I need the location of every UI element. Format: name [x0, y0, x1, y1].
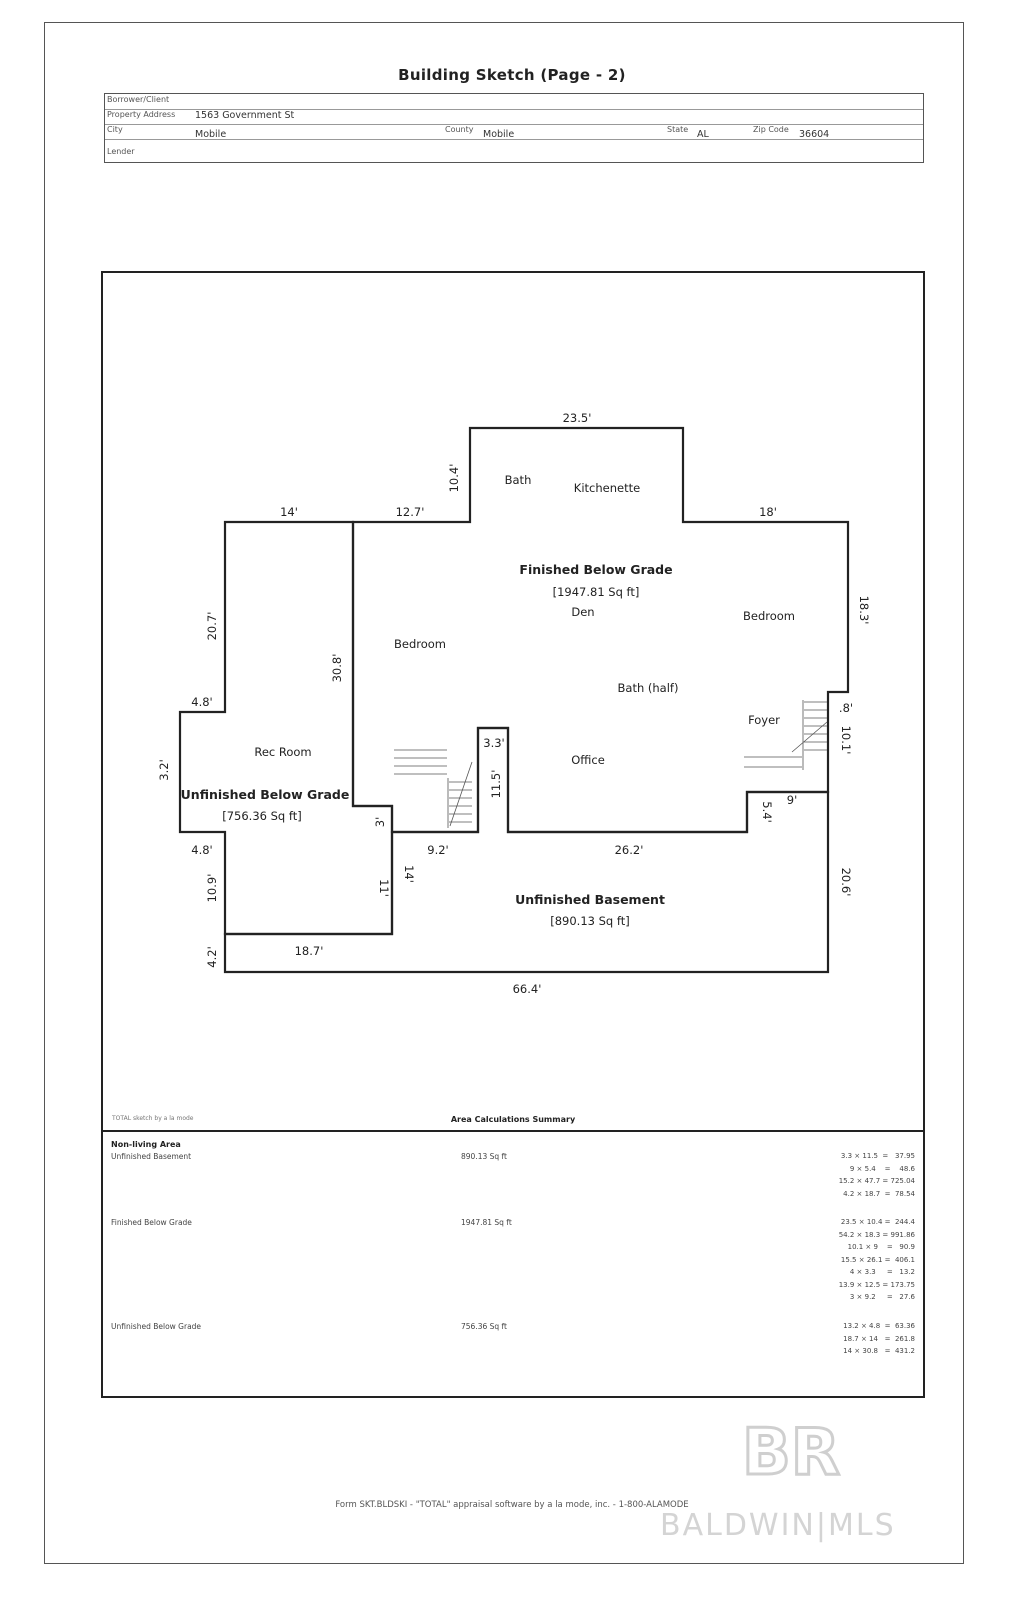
dim-14-top: 14': [280, 505, 298, 519]
sketch-frame: Finished Below Grade [1947.81 Sq ft] Unf…: [101, 271, 925, 1398]
dim-11-5: 11.5': [489, 770, 503, 799]
room-bedroom-right: Bedroom: [743, 609, 795, 623]
floor-plan: Finished Below Grade [1947.81 Sq ft] Unf…: [157, 411, 871, 996]
address-value: 1563 Government St: [195, 110, 295, 121]
area-summary: Non-living Area Unfinished Basement 890.…: [103, 1130, 923, 1396]
header-row-lender: Lender: [105, 146, 923, 162]
dim-4-8-top: 4.8': [191, 695, 212, 709]
dim-18-top: 18': [759, 505, 777, 519]
page-title: Building Sketch (Page - 2): [398, 66, 626, 84]
property-header: Borrower/Client Property Address 1563 Go…: [104, 93, 924, 163]
dim-10-1: 10.1': [839, 726, 853, 755]
baldwin-mls-watermark: BALDWIN|MLS: [660, 1508, 896, 1543]
unfinished-below-grade-sqft: [756.36 Sq ft]: [222, 809, 301, 823]
room-office: Office: [571, 753, 605, 767]
room-rec-room: Rec Room: [254, 745, 311, 759]
room-foyer: Foyer: [748, 713, 780, 727]
dim-20-7: 20.7': [205, 612, 219, 641]
dim-9: 9': [787, 793, 797, 807]
sketch-note: TOTAL sketch by a la mode: [112, 1115, 194, 1122]
header-row-borrower: Borrower/Client: [105, 94, 923, 110]
state-label: State: [667, 125, 689, 134]
borrower-label: Borrower/Client: [107, 95, 170, 104]
page-border: [44, 22, 964, 1564]
dim-3: 3': [373, 817, 387, 827]
zip-value: 36604: [799, 129, 830, 140]
county-value: Mobile: [483, 129, 515, 140]
header-row-address: Property Address 1563 Government St: [105, 109, 923, 125]
dim-5-4: 5.4': [760, 801, 774, 822]
dim-23-5: 23.5': [563, 411, 592, 425]
state-value: AL: [697, 129, 709, 140]
dim-20-6: 20.6': [839, 868, 853, 897]
unfinished-below-grade-outline: [178, 520, 394, 936]
dim-10-9: 10.9': [205, 874, 219, 903]
header-row-city: City Mobile County Mobile State AL Zip C…: [105, 124, 923, 140]
summary-row-name: Finished Below Grade: [111, 1218, 192, 1227]
zip-label: Zip Code: [753, 125, 789, 134]
summary-heading: Non-living Area: [111, 1140, 181, 1149]
address-label: Property Address: [107, 110, 176, 119]
dim-10-4: 10.4': [447, 464, 461, 493]
dim-3-3: 3.3': [483, 736, 504, 750]
dim-18-7: 18.7': [295, 944, 324, 958]
dim-3-2: 3.2': [157, 759, 171, 780]
summary-row-area: 756.36 Sq ft: [461, 1322, 507, 1331]
summary-row-name: Unfinished Basement: [111, 1152, 192, 1161]
room-bedroom-left: Bedroom: [394, 637, 446, 651]
dim-9-2: 9.2': [427, 843, 448, 857]
stairs-left: [394, 749, 473, 828]
dim-4-2: 4.2': [205, 946, 219, 967]
dim-18-3: 18.3': [857, 596, 871, 625]
unfinished-basement-outline: [223, 726, 830, 974]
dim-66-4: 66.4': [513, 982, 542, 996]
dim-26-2: 26.2': [615, 843, 644, 857]
area-summary-title: Area Calculations Summary: [450, 1115, 576, 1124]
logo-letters: BR: [742, 1418, 840, 1484]
unfinished-basement-sqft: [890.13 Sq ft]: [550, 914, 629, 928]
form-footer: Form SKT.BLDSKI - "TOTAL" appraisal soft…: [335, 1500, 689, 1510]
city-label: City: [107, 125, 123, 134]
room-bath: Bath: [505, 473, 532, 487]
summary-row-area: 890.13 Sq ft: [461, 1152, 507, 1161]
summary-row-calcs: 23.5 × 10.4 = 244.4 54.2 × 18.3 = 991.86…: [838, 1218, 915, 1301]
finished-below-grade-title: Finished Below Grade: [519, 562, 672, 577]
stairs-right: [744, 700, 828, 770]
finished-below-grade-sqft: [1947.81 Sq ft]: [553, 585, 640, 599]
dim-14-mid: 14': [402, 865, 416, 883]
dim-30-8: 30.8': [330, 654, 344, 683]
dim-12-7: 12.7': [396, 505, 425, 519]
room-den: Den: [571, 605, 594, 619]
room-bath-half: Bath (half): [618, 681, 679, 695]
summary-row-calcs: 13.2 × 4.8 = 63.36 18.7 × 14 = 261.8 14 …: [843, 1322, 915, 1355]
summary-row-name: Unfinished Below Grade: [111, 1322, 202, 1331]
summary-row-area: 1947.81 Sq ft: [461, 1218, 512, 1227]
baldwin-br-logo: BR: [740, 1418, 841, 1484]
dim-8: .8': [839, 701, 853, 715]
unfinished-below-grade-title: Unfinished Below Grade: [181, 787, 350, 802]
dim-11: 11': [377, 879, 391, 897]
dim-4-8-bot: 4.8': [191, 843, 212, 857]
summary-divider: [103, 1130, 923, 1132]
unfinished-basement-title: Unfinished Basement: [515, 892, 665, 907]
county-label: County: [445, 125, 474, 134]
room-kitchenette: Kitchenette: [574, 481, 640, 495]
lender-label: Lender: [107, 147, 135, 156]
summary-row-calcs: 3.3 × 11.5 = 37.95 9 × 5.4 = 48.6 15.2 ×…: [838, 1152, 915, 1198]
city-value: Mobile: [195, 129, 227, 140]
